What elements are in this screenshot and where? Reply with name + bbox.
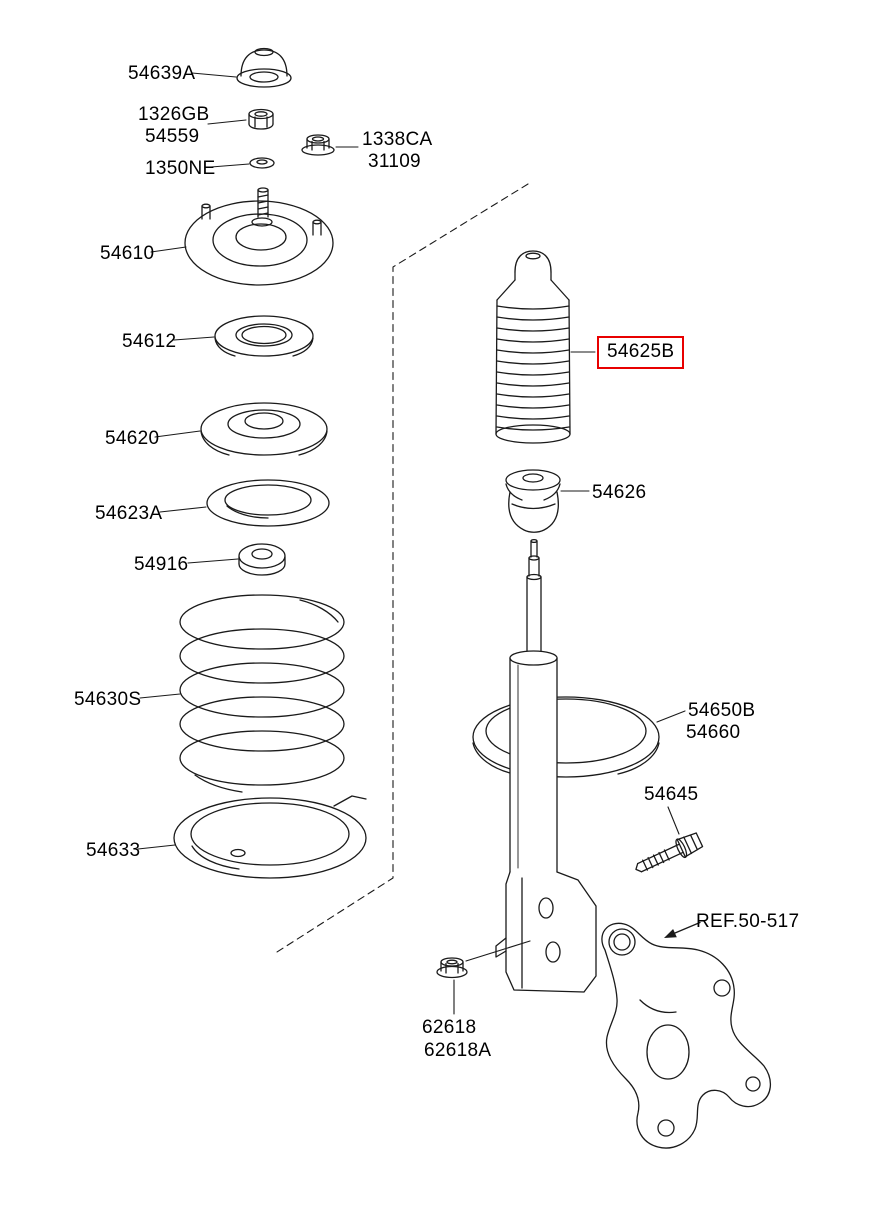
part-strut-drawing — [509, 538, 558, 873]
part-54630S-drawing — [179, 594, 345, 793]
part-label-1350NE[interactable]: 1350NE — [145, 158, 216, 179]
part-label-54660[interactable]: 54660 — [686, 722, 741, 743]
part-62618-drawing — [436, 957, 468, 979]
part-label-31109[interactable]: 31109 — [368, 151, 421, 172]
part-54625B-drawing — [495, 250, 571, 444]
part-label-54633[interactable]: 54633 — [86, 840, 141, 861]
part-54650B-drawing — [472, 696, 660, 778]
part-54639A-drawing — [236, 47, 292, 88]
part-label-54620[interactable]: 54620 — [105, 428, 160, 449]
part-label-54559[interactable]: 54559 — [145, 126, 200, 147]
part-label-62618[interactable]: 62618 — [422, 1017, 477, 1038]
ref-label-50-517[interactable]: REF.50-517 — [696, 911, 800, 932]
part-label-54916[interactable]: 54916 — [134, 554, 189, 575]
part-54633-drawing — [173, 795, 367, 879]
part-label-54626[interactable]: 54626 — [592, 482, 647, 503]
part-label-1338CA[interactable]: 1338CA — [362, 129, 433, 150]
part-label-54625B-highlighted[interactable]: 54625B — [597, 336, 685, 369]
part-54620-drawing — [200, 402, 328, 456]
part-label-54650B[interactable]: 54650B — [688, 700, 756, 721]
strut-bracket-drawing — [495, 871, 597, 993]
part-label-54645[interactable]: 54645 — [644, 784, 699, 805]
mount-stud-right — [312, 219, 322, 236]
part-label-54610[interactable]: 54610 — [100, 243, 155, 264]
knuckle-drawing — [601, 922, 771, 1149]
part-54645-drawing — [635, 832, 704, 873]
part-54623A-drawing — [206, 479, 330, 527]
part-1338CA-drawing — [301, 134, 335, 156]
mount-stud-left — [201, 203, 211, 220]
part-54626-drawing — [505, 469, 561, 533]
part-54610-drawing — [184, 187, 334, 286]
leader-lines — [137, 72, 686, 1015]
part-54916-drawing — [238, 543, 286, 576]
part-label-54639A[interactable]: 54639A — [128, 63, 196, 84]
ref-arrow — [664, 921, 701, 938]
part-label-54623A[interactable]: 54623A — [95, 503, 163, 524]
part-label-1326GB[interactable]: 1326GB — [138, 104, 210, 125]
part-label-62618A[interactable]: 62618A — [424, 1040, 492, 1061]
part-1326GB-drawing — [248, 108, 274, 130]
part-1350NE-drawing — [249, 157, 275, 169]
part-label-54630S[interactable]: 54630S — [74, 689, 142, 710]
part-54612-drawing — [214, 315, 314, 357]
assembly-axis-dashed-line — [276, 183, 529, 953]
part-label-54612[interactable]: 54612 — [122, 331, 177, 352]
